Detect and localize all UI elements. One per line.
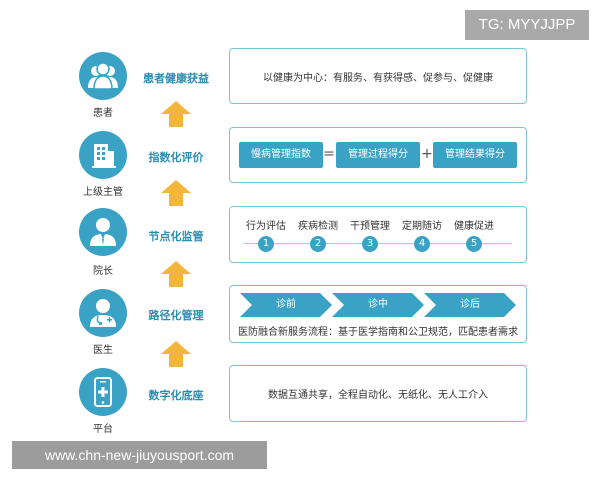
role-label-doctor: 医生 bbox=[93, 345, 113, 356]
role-label-platform: 平台 bbox=[93, 424, 113, 435]
stage-label-pre: 诊前 bbox=[276, 299, 296, 310]
supervision-box: 行为评估 1 疾病检测 2 干预管理 3 定期随访 4 健康促进 5 bbox=[229, 206, 527, 263]
step-number: 3 bbox=[362, 236, 378, 252]
patient-benefit-box: 以健康为中心：有服务、有获得感、促参与、促健康 bbox=[229, 48, 527, 104]
level-index-evaluation: 指数化评价 bbox=[148, 151, 204, 164]
director-icon bbox=[79, 208, 127, 256]
patients-icon bbox=[79, 52, 127, 100]
platform-text: 数据互通共享，全程自动化、无纸化、无人工介入 bbox=[268, 390, 488, 401]
pathway-caption: 医防融合新服务流程：基于医学指南和公卫规范，匹配患者需求 bbox=[238, 327, 518, 338]
step-number: 2 bbox=[310, 236, 326, 252]
patient-benefit-text: 以健康为中心：有服务、有获得感、促参与、促健康 bbox=[263, 73, 493, 84]
level-digital-base: 数字化底座 bbox=[148, 389, 204, 402]
timeline-line bbox=[244, 243, 512, 244]
role-label-supervisor: 上级主管 bbox=[83, 187, 123, 198]
smartphone-icon bbox=[79, 368, 127, 416]
step-label: 疾病检测 bbox=[298, 221, 338, 232]
watermark-tag: TG: MYYJJPP bbox=[465, 10, 589, 40]
stage-chevron bbox=[332, 293, 424, 317]
stage-chevron bbox=[424, 293, 516, 317]
step-number: 1 bbox=[258, 236, 274, 252]
stage-chevron bbox=[240, 293, 332, 317]
level-pathway-management: 路径化管理 bbox=[148, 309, 204, 322]
evaluation-box: 慢病管理指数 = 管理过程得分 + 管理结果得分 bbox=[229, 127, 527, 183]
up-arrow-icon bbox=[161, 180, 191, 206]
equals-sign: = bbox=[323, 146, 335, 162]
role-label-director: 院长 bbox=[93, 266, 113, 277]
level-patient-benefit: 患者健康获益 bbox=[143, 72, 209, 85]
process-score-pill: 管理过程得分 bbox=[336, 142, 420, 168]
step-number: 4 bbox=[414, 236, 430, 252]
watermark-url: www.chn-new-jiuyousport.com bbox=[12, 441, 267, 469]
up-arrow-icon bbox=[161, 341, 191, 367]
step-label: 健康促进 bbox=[454, 221, 494, 232]
plus-sign: + bbox=[421, 146, 433, 162]
doctor-icon bbox=[79, 289, 127, 337]
up-arrow-icon bbox=[161, 261, 191, 287]
platform-box: 数据互通共享，全程自动化、无纸化、无人工介入 bbox=[229, 365, 527, 422]
step-label: 干预管理 bbox=[350, 221, 390, 232]
step-label: 定期随访 bbox=[402, 221, 442, 232]
step-label: 行为评估 bbox=[246, 221, 286, 232]
role-label-patient: 患者 bbox=[93, 108, 113, 119]
pathway-box: 诊前 诊中 诊后 医防融合新服务流程：基于医学指南和公卫规范，匹配患者需求 bbox=[229, 285, 527, 343]
level-node-supervision: 节点化监管 bbox=[148, 230, 204, 243]
step-number: 5 bbox=[466, 236, 482, 252]
up-arrow-icon bbox=[161, 101, 191, 127]
chronic-index-pill: 慢病管理指数 bbox=[239, 142, 323, 168]
stage-label-post: 诊后 bbox=[460, 299, 480, 310]
result-score-pill: 管理结果得分 bbox=[433, 142, 517, 168]
building-icon bbox=[79, 131, 127, 179]
stage-label-during: 诊中 bbox=[368, 299, 388, 310]
